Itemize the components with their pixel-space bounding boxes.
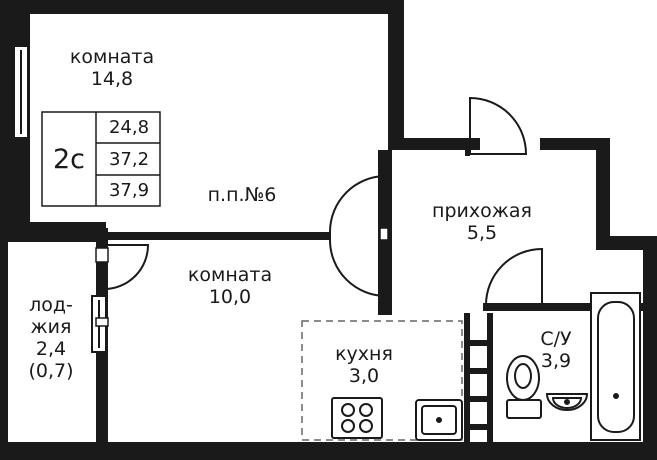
room2-name: комната <box>187 264 273 286</box>
area-table-border <box>41 111 161 207</box>
kitchen-sink-icon <box>415 399 463 441</box>
doors <box>103 96 543 306</box>
door-loggia <box>103 244 150 290</box>
kitchen-zone-outline <box>301 320 463 441</box>
total-area: 37,2 <box>108 149 150 170</box>
wall-kitchen-bath-a <box>464 313 470 443</box>
wall-kitchen-bath-b <box>487 313 493 443</box>
loggia-area: 2,4 <box>35 338 67 360</box>
living-area: 24,8 <box>108 117 150 138</box>
room2-area: 10,0 <box>208 286 252 308</box>
kitchen-name: кухня <box>335 343 393 365</box>
window-left <box>13 45 29 139</box>
kitchen-area: 3,0 <box>348 365 380 387</box>
toilet-icon <box>506 355 542 419</box>
area-table: 2с 24,8 37,2 37,9 <box>42 112 160 206</box>
wall-right-step <box>596 236 657 250</box>
loggia-name-line1: лод- <box>29 294 73 316</box>
apartment-number: п.п.№6 <box>207 184 277 206</box>
wall-right <box>643 236 657 460</box>
room1-area: 14,8 <box>90 68 134 90</box>
wall-top-right-vertical <box>388 0 404 150</box>
door-jamb-entry-left <box>465 138 470 156</box>
bath-sink-icon <box>545 393 589 411</box>
duct-ladder <box>464 340 493 430</box>
door-room2 <box>329 239 387 298</box>
door-entry <box>469 96 528 155</box>
total-area-with-loggia: 37,9 <box>108 180 150 201</box>
hall-name: прихожая <box>432 200 532 222</box>
loggia-reduced-area: (0,7) <box>28 360 74 382</box>
wall-between-rooms <box>106 232 331 240</box>
wall-top-left <box>0 0 400 14</box>
door-jambs <box>95 227 389 327</box>
room1-name: комната <box>69 46 155 68</box>
bath-name: С/У <box>540 328 572 350</box>
wall-loggia-outer <box>0 242 8 458</box>
wall-right-upper <box>596 138 610 248</box>
door-bath <box>485 247 543 306</box>
wall-bath-top <box>483 303 643 311</box>
wall-upper-right <box>540 138 602 150</box>
bathtub-icon <box>590 292 641 441</box>
bath-area: 3,9 <box>540 350 572 372</box>
loggia-name-line2: жия <box>30 316 72 338</box>
door-room1 <box>329 174 387 233</box>
stove-icon <box>331 397 383 439</box>
hall-area: 5,5 <box>466 222 498 244</box>
apartment-type: 2с <box>52 143 86 175</box>
wall-bottom <box>0 442 657 460</box>
wall-upper-step <box>400 138 480 150</box>
wall-loggia-top <box>0 222 106 242</box>
